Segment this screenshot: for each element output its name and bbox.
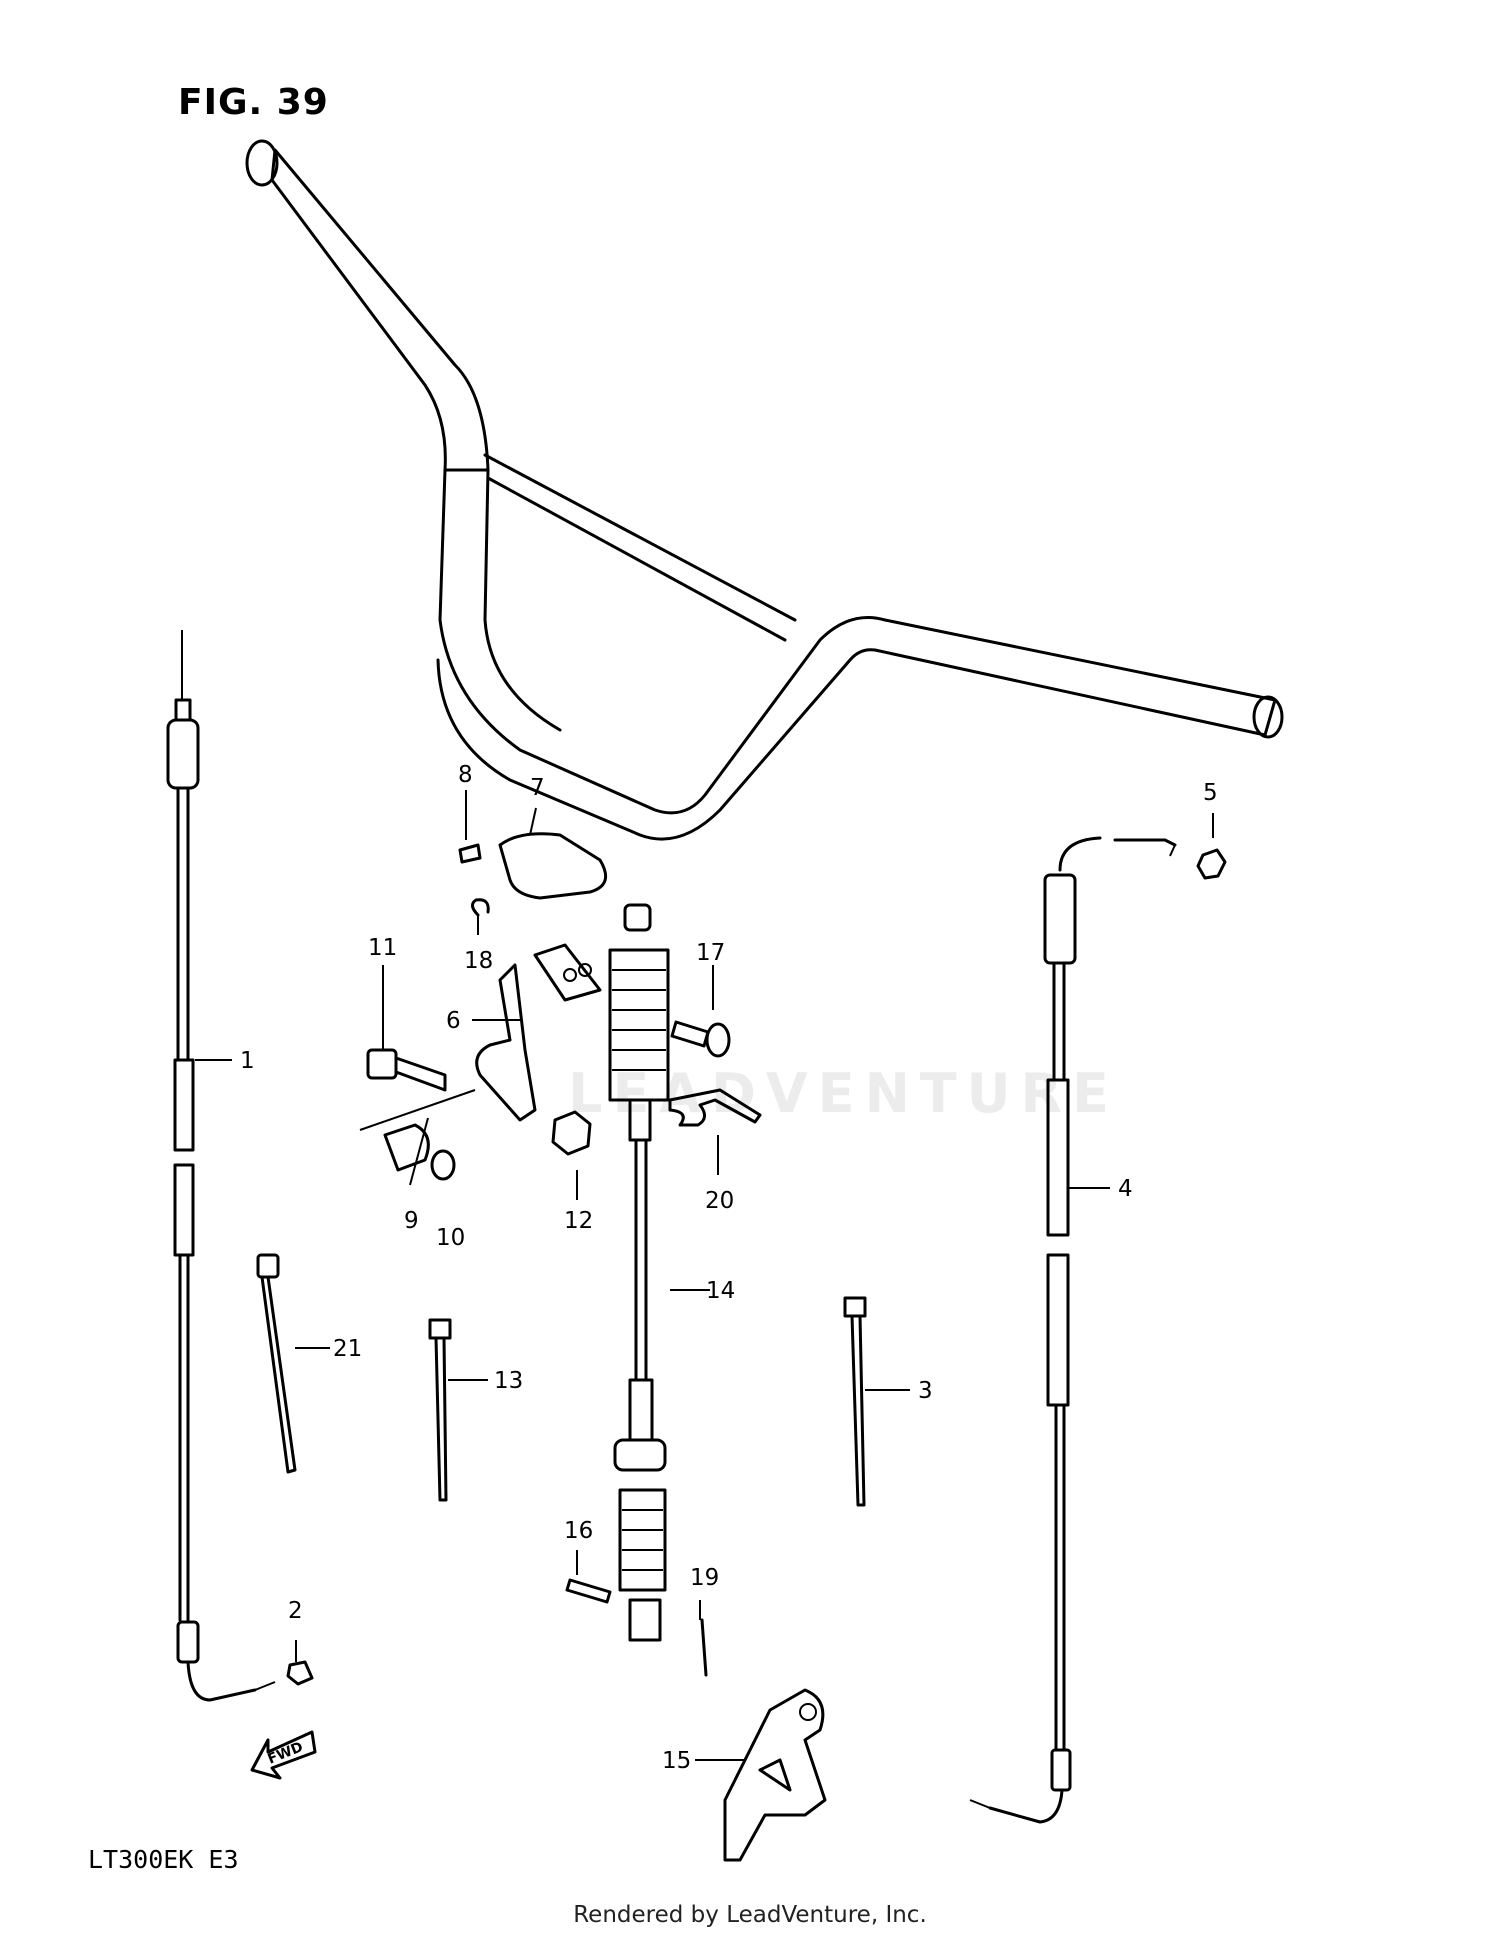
callout-2: 2: [288, 1598, 303, 1624]
pin-16[interactable]: [565, 1578, 612, 1604]
cable-tie-21[interactable]: [256, 1253, 297, 1474]
nut-2[interactable]: [286, 1660, 314, 1686]
nut-5[interactable]: [1196, 848, 1227, 880]
leader-lines: [195, 790, 1214, 1761]
watermark: LEADVENTURE: [568, 1062, 1119, 1125]
callout-10: 10: [436, 1225, 465, 1251]
callout-14: 14: [706, 1278, 735, 1304]
cable-tie-3[interactable]: [843, 1296, 867, 1507]
handlebar[interactable]: [245, 139, 1284, 841]
screw-8[interactable]: [458, 843, 482, 864]
clip-18[interactable]: [471, 898, 490, 917]
callout-20: 20: [705, 1188, 734, 1214]
figure-title: FIG. 39: [178, 82, 329, 123]
cable-left[interactable]: [166, 630, 276, 1702]
pin-17[interactable]: [670, 1020, 731, 1058]
plate-20[interactable]: [668, 1088, 762, 1127]
callout-8: 8: [458, 762, 473, 788]
callout-1: 1: [240, 1048, 255, 1074]
cable-right[interactable]: [969, 836, 1177, 1824]
callout-17: 17: [696, 940, 725, 966]
callout-4: 4: [1118, 1176, 1133, 1202]
callout-12: 12: [564, 1208, 593, 1234]
callout-9: 9: [404, 1208, 419, 1234]
callout-21: 21: [333, 1336, 362, 1362]
callout-13: 13: [494, 1368, 523, 1394]
bracket-15[interactable]: [723, 1688, 827, 1862]
washer-10[interactable]: [430, 1149, 456, 1181]
callout-19: 19: [690, 1565, 719, 1591]
cotter-pin-19[interactable]: [700, 1618, 708, 1677]
fwd-arrow-icon: FWD: [250, 1730, 317, 1780]
model-code: LT300EK E3: [88, 1845, 239, 1874]
callouts: 1 2 3 4 5 6 7 8 9 10 11 12 13 14 15 16 1…: [240, 762, 1218, 1774]
collar-9[interactable]: [383, 1123, 430, 1172]
cover[interactable]: [498, 832, 608, 900]
bracket[interactable]: [475, 943, 602, 1122]
callout-18: 18: [464, 948, 493, 974]
callout-3: 3: [918, 1378, 933, 1404]
callout-7: 7: [530, 775, 545, 801]
bolt-11[interactable]: [366, 1048, 447, 1092]
cable-tie-13[interactable]: [428, 1318, 452, 1502]
callout-6: 6: [446, 1008, 461, 1034]
footer-credit: Rendered by LeadVenture, Inc.: [573, 1902, 927, 1928]
callout-5: 5: [1203, 780, 1218, 806]
callout-15: 15: [662, 1748, 691, 1774]
callout-11: 11: [368, 935, 397, 961]
callout-16: 16: [564, 1518, 593, 1544]
nut-12[interactable]: [551, 1110, 592, 1156]
cable-center[interactable]: [608, 903, 670, 1642]
